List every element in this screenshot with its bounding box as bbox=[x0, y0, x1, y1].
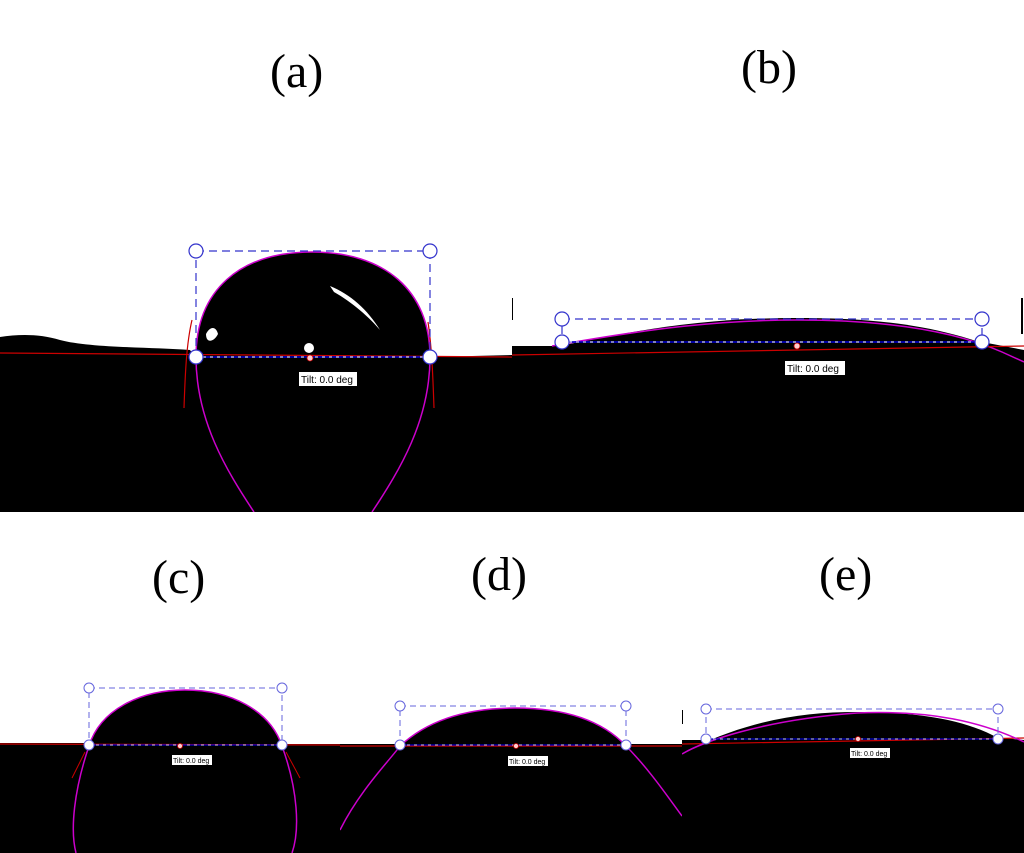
highlight-a bbox=[330, 286, 380, 330]
handle-b-tr bbox=[974, 311, 990, 327]
handle-d-bl bbox=[394, 739, 406, 751]
highlight-left-a bbox=[206, 328, 218, 341]
tilt-readout-a: Tilt: 0.0 deg bbox=[301, 375, 353, 386]
fit-curve-a bbox=[195, 251, 431, 512]
surface-line-b bbox=[512, 345, 1024, 356]
tilt-readout-e: Tilt: 0.0 deg bbox=[851, 751, 887, 758]
handle-e-tl bbox=[700, 703, 712, 715]
fit-curve-c bbox=[72, 689, 298, 853]
handle-a-bl bbox=[188, 349, 204, 365]
handle-c-tl bbox=[83, 682, 95, 694]
handle-b-bl bbox=[554, 334, 570, 350]
droplet-image-e: Tilt: 0.0 deg bbox=[682, 703, 1024, 853]
panel-label-b: (b) bbox=[741, 41, 797, 94]
droplet-image-c: Tilt: 0.0 deg bbox=[0, 682, 340, 853]
surface-d bbox=[340, 744, 682, 853]
tangent-left-a bbox=[183, 319, 193, 409]
panel-label-e: (e) bbox=[819, 548, 873, 601]
handle-d-tl bbox=[394, 700, 406, 712]
handle-e-bl bbox=[700, 733, 712, 745]
handle-a-tl bbox=[188, 243, 204, 259]
panel-label-c: (c) bbox=[152, 551, 206, 604]
tilt-readout-d: Tilt: 0.0 deg bbox=[509, 759, 545, 766]
handle-c-tr bbox=[276, 682, 288, 694]
fit-curve-b bbox=[551, 319, 1024, 363]
tilt-readout-b: Tilt: 0.0 deg bbox=[787, 364, 839, 375]
handle-e-br bbox=[992, 733, 1004, 745]
handle-b-tl bbox=[554, 311, 570, 327]
droplet-e bbox=[692, 712, 1024, 853]
tilt-readout-c: Tilt: 0.0 deg bbox=[173, 758, 209, 765]
guide-box-d bbox=[399, 705, 627, 746]
panel-label-d: (d) bbox=[471, 548, 527, 601]
fit-curve-d bbox=[340, 707, 682, 831]
handle-d-tr bbox=[620, 700, 632, 712]
surface-a bbox=[0, 335, 512, 512]
droplet-b bbox=[522, 318, 1024, 512]
surface-c bbox=[0, 743, 340, 853]
handle-c-bl bbox=[83, 739, 95, 751]
guide-box-c bbox=[88, 687, 283, 746]
handle-d-br bbox=[620, 739, 632, 751]
handle-a-tr bbox=[422, 243, 438, 259]
droplet-c bbox=[89, 690, 282, 746]
handle-e-tr bbox=[992, 703, 1004, 715]
droplet-image-b: Tilt: 0.0 deg bbox=[512, 298, 1024, 512]
droplet-d bbox=[400, 708, 626, 746]
handle-a-br bbox=[422, 349, 438, 365]
droplet-image-d: Tilt: 0.0 deg bbox=[340, 700, 682, 853]
handle-c-br bbox=[276, 739, 288, 751]
droplet-image-a: Tilt: 0.0 deg bbox=[0, 243, 512, 512]
handle-b-br bbox=[974, 334, 990, 350]
droplet-a bbox=[196, 252, 430, 357]
fit-curve-e bbox=[682, 711, 1024, 755]
panel-label-a: (a) bbox=[270, 45, 324, 98]
guide-box-e bbox=[705, 708, 999, 740]
